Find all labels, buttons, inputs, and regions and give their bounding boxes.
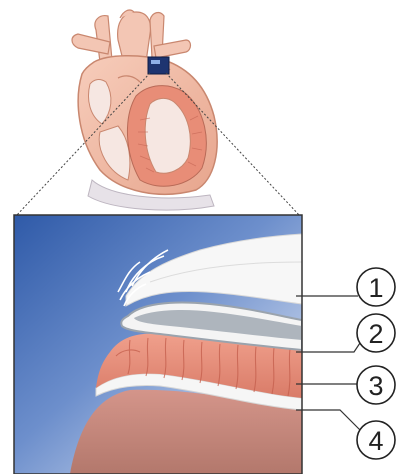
callout-3: 3 xyxy=(357,366,395,404)
heart-illustration xyxy=(72,10,217,210)
callout-4: 4 xyxy=(357,421,395,459)
callout-2: 2 xyxy=(357,314,395,352)
leader-line-2 xyxy=(296,340,362,352)
zoomed-wall-section xyxy=(14,215,302,474)
leader-line-4 xyxy=(296,410,360,430)
callout-1: 1 xyxy=(357,268,395,306)
leader-lines xyxy=(296,296,362,430)
callout-number-3: 3 xyxy=(368,371,383,401)
callout-number-4: 4 xyxy=(368,426,383,456)
highlight-box xyxy=(148,57,169,74)
callout-number-1: 1 xyxy=(368,273,383,303)
callout-number-2: 2 xyxy=(368,319,383,349)
